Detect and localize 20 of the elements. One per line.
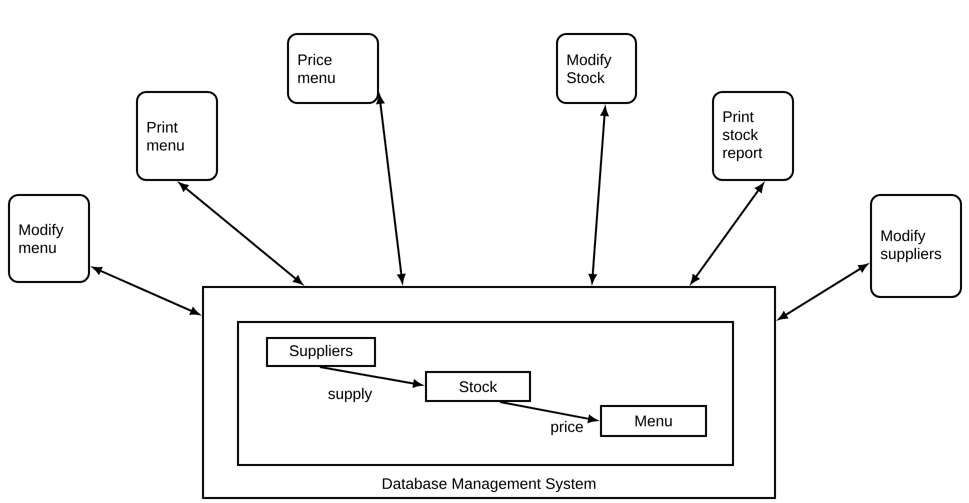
arrow bbox=[588, 106, 608, 284]
entity-box: Menu bbox=[600, 405, 707, 437]
arrow bbox=[690, 183, 764, 284]
entity-box: Stock bbox=[425, 371, 531, 402]
process-box: Modify suppliers bbox=[870, 194, 962, 298]
arrow bbox=[778, 264, 868, 320]
arrow bbox=[376, 94, 406, 284]
database-box bbox=[237, 321, 734, 466]
process-box: Print menu bbox=[136, 91, 218, 181]
process-box: Modify menu bbox=[8, 194, 90, 283]
arrow bbox=[92, 266, 200, 315]
edge-label: price bbox=[549, 420, 585, 436]
edge-label: supply bbox=[326, 386, 374, 404]
arrow bbox=[179, 182, 302, 284]
entity-box: Suppliers bbox=[266, 337, 376, 367]
arrow bbox=[320, 366, 422, 388]
process-box: Price menu bbox=[287, 33, 379, 104]
process-box: Modify Stock bbox=[556, 33, 638, 104]
process-box: Print stock report bbox=[712, 91, 794, 181]
arrow bbox=[500, 401, 598, 423]
